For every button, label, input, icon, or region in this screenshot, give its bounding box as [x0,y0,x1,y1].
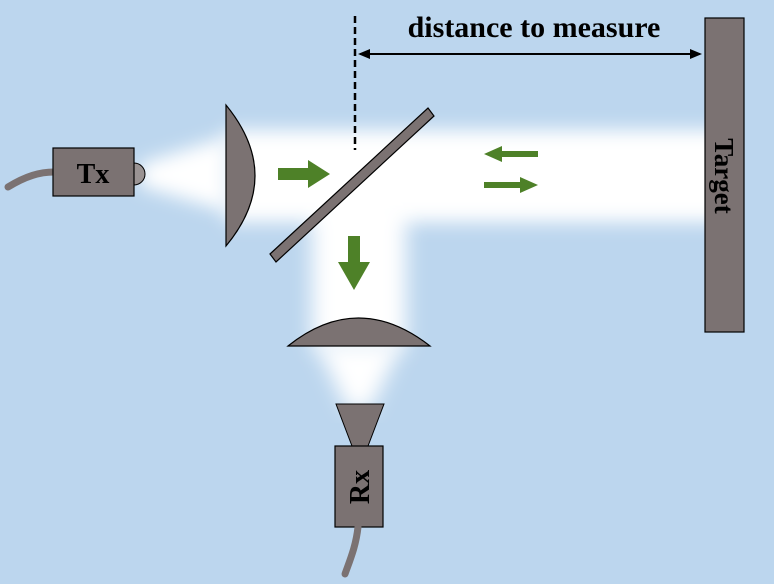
collimating-lens [225,103,256,248]
direction-arrows [278,146,538,290]
receiver-label: Rx [345,470,376,504]
arrow-down-to-receiver [338,236,370,290]
transmitter-label: Tx [77,159,110,190]
receiver-cable [341,523,362,578]
receiver-box [334,445,384,528]
diverging-beam [140,136,228,212]
beam-splitter [269,107,435,263]
arrow-toward-splitter [278,160,330,188]
arrow-return [484,146,538,162]
receiver: Rx [334,403,385,528]
transmitter-emitter [133,162,146,186]
converging-beam [316,344,402,410]
transmitter-cable [4,168,58,191]
focusing-lens [286,317,432,347]
target-plate [704,17,745,333]
arrow-outgoing [484,177,538,193]
distance-label: distance to measure [408,11,661,44]
target-label: Target [709,138,739,214]
transmitter: Tx [52,147,146,197]
transmitter-box [52,147,135,197]
